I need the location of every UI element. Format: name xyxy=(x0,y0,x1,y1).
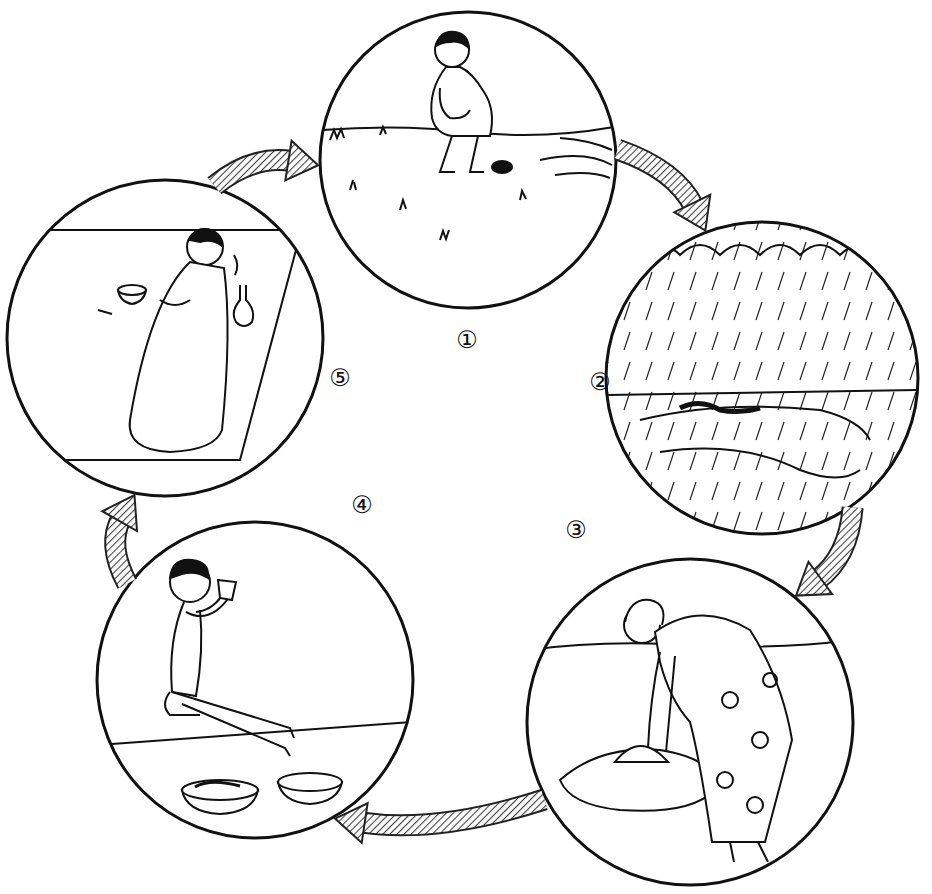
drinking-scene xyxy=(97,560,413,814)
arrow-head xyxy=(674,195,710,231)
arrow-head xyxy=(335,803,368,843)
sick-person-scene xyxy=(10,229,320,460)
cycle-arrow xyxy=(102,495,137,584)
arrow-head xyxy=(796,562,832,596)
callout-number: ③ xyxy=(565,518,587,542)
cycle-arrow xyxy=(214,141,318,186)
circle-outline xyxy=(525,557,855,887)
circle-border xyxy=(320,12,616,308)
arrow-outline xyxy=(115,518,127,584)
arrow-outline xyxy=(817,507,853,580)
stage-circle: ① xyxy=(318,10,618,310)
water-fetching-scene xyxy=(530,600,850,862)
arrow-outline xyxy=(214,160,292,186)
arrow-outline xyxy=(618,150,694,208)
arrow-body xyxy=(817,507,853,580)
open-defecation-scene xyxy=(322,32,614,240)
stage-circle: ⑤ xyxy=(5,178,325,498)
circle-border xyxy=(7,180,323,496)
circle-outline xyxy=(95,520,415,840)
rain-scene xyxy=(600,220,930,540)
cycle-arrow xyxy=(335,799,544,842)
arrow-body xyxy=(618,150,694,208)
callout-number: ② xyxy=(589,370,611,394)
stage-circle: ④ xyxy=(95,520,415,840)
circle-outline xyxy=(604,220,920,536)
callout-number: ⑤ xyxy=(329,366,351,390)
arrow-head xyxy=(102,495,137,531)
stage-circle: ③ xyxy=(525,557,855,887)
arrow-body xyxy=(214,160,292,186)
circle-border xyxy=(606,222,918,534)
circle-border xyxy=(527,559,853,885)
callout-number: ① xyxy=(456,328,478,352)
arrow-body xyxy=(115,518,127,584)
circle-outline xyxy=(5,178,325,498)
arrow-outline xyxy=(361,799,545,825)
arrow-body xyxy=(361,799,545,825)
arrow-head xyxy=(285,141,318,181)
circle-border xyxy=(97,522,413,838)
stage-circle: ② xyxy=(604,220,920,536)
circle-outline xyxy=(318,10,618,310)
cycle-arrow xyxy=(618,150,711,231)
callout-number: ④ xyxy=(351,493,373,517)
